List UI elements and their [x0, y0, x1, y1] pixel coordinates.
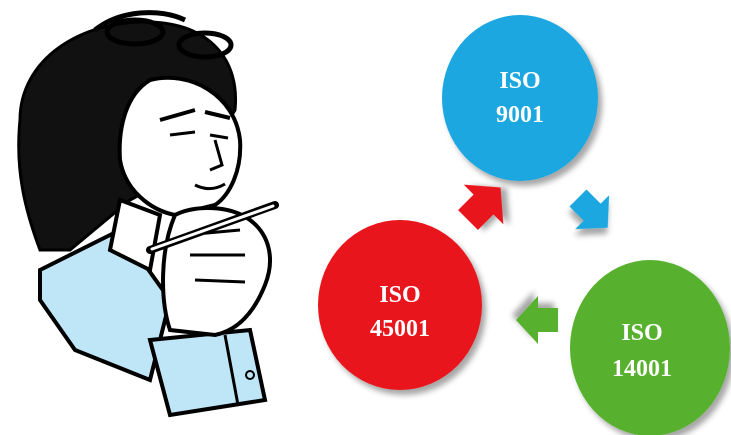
iso-45001-node: ISO 45001	[318, 220, 482, 390]
iso-9001-node: ISO 9001	[442, 15, 598, 181]
iso-14001-line1: ISO	[621, 320, 662, 346]
arrow-left-icon	[516, 296, 558, 344]
iso-14001-node: ISO 14001	[570, 260, 730, 435]
iso-14001-line2: 14001	[612, 356, 672, 382]
arrow-up-right-icon	[458, 184, 504, 230]
thinking-man-icon	[17, 10, 279, 418]
iso-9001-line1: ISO	[499, 68, 540, 94]
iso-9001-line2: 9001	[496, 102, 544, 128]
iso-cycle-diagram: ISO 9001 ISO 45001 ISO 14001	[318, 15, 730, 435]
iso-45001-line2: 45001	[370, 316, 430, 342]
iso-45001-line1: ISO	[379, 282, 420, 308]
arrow-down-right-icon	[569, 189, 610, 230]
